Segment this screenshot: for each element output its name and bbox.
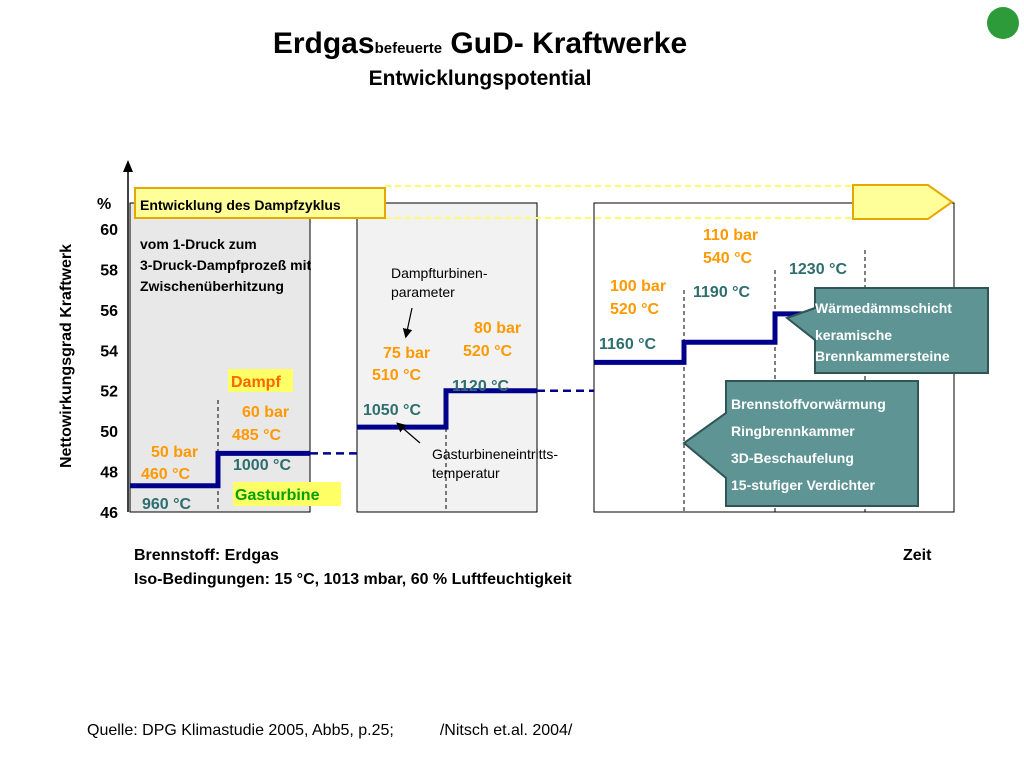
steam-bar-3: 75 bar xyxy=(383,345,430,362)
steam-cycle-arrow-icon xyxy=(852,184,954,220)
callout1-line-1: Wärmedämmschicht xyxy=(815,300,952,316)
annotation-gasturbinen-1: Gasturbineneintritts- xyxy=(432,446,558,462)
phase1-text-1: vom 1-Druck zum xyxy=(140,236,257,252)
y-tick-label-48: 48 xyxy=(100,465,118,482)
steam-bar-2: 60 bar xyxy=(242,404,289,421)
callout2-line-1: Brennstoffvorwärmung xyxy=(731,396,886,412)
annotation-arrow-2 xyxy=(396,422,421,444)
callout1-line-2: keramische xyxy=(815,327,892,343)
steam-temp-4: 520 °C xyxy=(463,343,513,360)
y-tick-label-60: 60 xyxy=(100,222,118,239)
y-axis-label: Nettowirkungsgrad Kraftwerk xyxy=(58,244,75,468)
footer-brennstoff: Brennstoff: Erdgas xyxy=(134,547,279,564)
turbine-temp-3: 1050 °C xyxy=(363,402,421,419)
page-subtitle: Entwicklungspotential xyxy=(368,67,592,90)
steam-temp-1: 460 °C xyxy=(141,466,191,483)
steam-temp-6: 540 °C xyxy=(703,250,753,267)
y-tick-label-56: 56 xyxy=(100,303,118,320)
status-dot-icon xyxy=(987,7,1019,39)
source-line: Quelle: DPG Klimastudie 2005, Abb5, p.25… xyxy=(87,722,572,740)
steam-bar-6: 110 bar xyxy=(703,227,758,244)
turbine-temp-6: 1190 °C xyxy=(693,284,751,301)
page-title: Erdgasbefeuerte GuD- Kraftwerke xyxy=(0,27,960,61)
title-sub: befeuerte xyxy=(374,40,443,57)
y-tick-label-46: 46 xyxy=(100,505,118,522)
steam-bar-4: 80 bar xyxy=(474,320,521,337)
callout-insulation xyxy=(784,287,989,374)
y-tick-label-58: 58 xyxy=(100,262,118,279)
annotation-arrow-1 xyxy=(402,307,413,339)
y-tick-label-52: 52 xyxy=(100,384,118,401)
turbine-temp-2: 1000 °C xyxy=(233,457,291,474)
y-tick-label-50: 50 xyxy=(100,424,118,441)
phase1-text-2: 3-Druck-Dampfprozeß mit xyxy=(140,257,311,273)
source-right: /Nitsch et.al. 2004/ xyxy=(439,722,573,739)
turbine-temp-4: 1120 °C xyxy=(452,378,510,395)
steam-cycle-label: Entwicklung des Dampfzyklus xyxy=(140,197,341,213)
y-axis-arrow-icon xyxy=(123,160,133,172)
callout2-line-3: 3D-Beschaufelung xyxy=(731,450,854,466)
annotation-dampfturbinen-1: Dampfturbinen- xyxy=(391,265,488,281)
steam-cycle-banner xyxy=(134,187,386,219)
phase-panel-2 xyxy=(356,202,538,513)
callout2-line-2: Ringbrennkammer xyxy=(731,423,855,439)
source-left: Quelle: DPG Klimastudie 2005, Abb5, p.25… xyxy=(87,722,394,739)
annotation-dampfturbinen-2: parameter xyxy=(391,284,455,300)
phase1-text-3: Zwischenüberhitzung xyxy=(140,278,284,294)
dampf-highlight xyxy=(228,369,293,392)
footer-iso: Iso-Bedingungen: 15 °C, 1013 mbar, 60 % … xyxy=(134,571,572,588)
y-tick-labels: 46 48 50 52 54 56 58 60 xyxy=(100,222,118,522)
gasturbine-label: Gasturbine xyxy=(235,487,320,504)
gasturbine-highlight xyxy=(233,482,341,506)
steam-temp-2: 485 °C xyxy=(232,427,282,444)
title-main: Erdgas xyxy=(272,27,375,60)
y-tick-label-54: 54 xyxy=(100,343,118,360)
y-unit: % xyxy=(97,196,111,213)
turbine-temp-5: 1160 °C xyxy=(599,336,657,353)
steam-temp-5: 520 °C xyxy=(610,301,660,318)
steam-temp-3: 510 °C xyxy=(372,367,422,384)
callout1-line-3: Brennkammersteine xyxy=(815,348,950,364)
annotation-gasturbinen-2: temperatur xyxy=(432,465,500,481)
dampf-label: Dampf xyxy=(231,374,281,391)
callout2-line-4: 15-stufiger Verdichter xyxy=(731,477,875,493)
x-axis-label: Zeit xyxy=(903,547,932,564)
callout-combustion xyxy=(682,380,919,507)
steam-bar-1: 50 bar xyxy=(151,444,198,461)
title-rest: GuD- Kraftwerke xyxy=(442,27,688,60)
curve-segment-1 xyxy=(130,450,310,489)
turbine-temp-7: 1230 °C xyxy=(789,261,847,278)
turbine-temp-1: 960 °C xyxy=(142,496,192,513)
steam-bar-5: 100 bar xyxy=(610,278,666,295)
